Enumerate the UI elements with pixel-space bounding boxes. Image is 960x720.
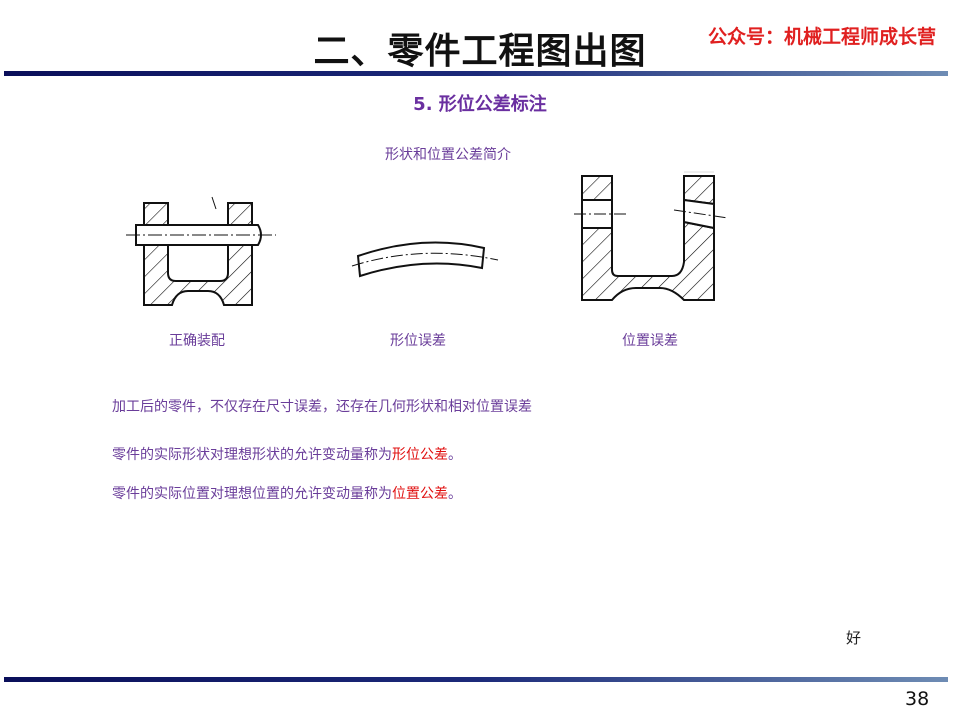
correct-assembly-drawing (126, 196, 276, 306)
body-line-2-prefix: 零件的实际形状对理想形状的允许变动量称为 (112, 447, 392, 463)
label-correct-assembly: 正确装配 (169, 333, 225, 349)
page-number: 38 (905, 688, 930, 710)
top-divider (4, 71, 948, 76)
position-tolerance-term: 位置公差 (392, 486, 448, 502)
body-line-3-suffix: 。 (448, 486, 462, 502)
body-line-3: 零件的实际位置对理想位置的允许变动量称为位置公差。 (112, 483, 462, 503)
figure-caption: 形状和位置公差简介 (385, 147, 511, 163)
label-form-error: 形位误差 (390, 333, 446, 349)
brand-label: 公众号：机械工程师成长营 (707, 26, 936, 48)
body-line-1: 加工后的零件，不仅存在尺寸误差，还存在几何形状和相对位置误差 (112, 396, 532, 416)
page-title: 二、零件工程图出图 (313, 31, 647, 72)
bottom-divider (4, 677, 948, 682)
footer-note: 好 (846, 629, 862, 647)
form-error-drawing (351, 241, 499, 278)
body-line-1-text: 加工后的零件，不仅存在尺寸误差，还存在几何形状和相对位置误差 (112, 399, 532, 415)
label-position-error: 位置误差 (622, 333, 678, 349)
body-line-3-prefix: 零件的实际位置对理想位置的允许变动量称为 (112, 486, 392, 502)
body-line-2-suffix: 。 (448, 447, 462, 463)
form-tolerance-term: 形位公差 (392, 447, 448, 463)
body-line-2: 零件的实际形状对理想形状的允许变动量称为形位公差。 (112, 444, 462, 464)
position-error-drawing (574, 171, 729, 301)
section-subtitle: 5. 形位公差标注 (413, 94, 547, 115)
